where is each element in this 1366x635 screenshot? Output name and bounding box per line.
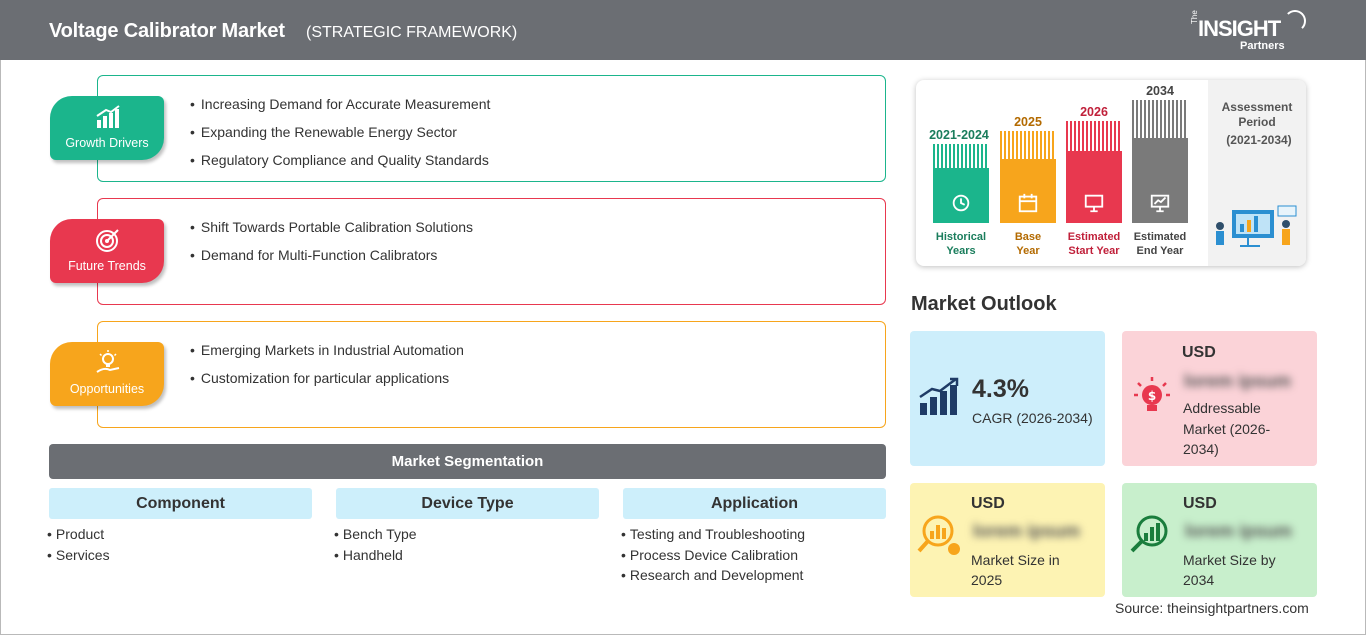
timeline-label-base-2: Year bbox=[1016, 245, 1040, 257]
page-title: Voltage Calibrator Market bbox=[49, 20, 285, 42]
segment-list-application: Testing and Troubleshooting Process Devi… bbox=[621, 526, 805, 588]
opportunities-list: Emerging Markets in Industrial Automatio… bbox=[190, 342, 464, 398]
logo-swoosh-icon bbox=[1284, 10, 1306, 32]
future-trends-panel: Shift Towards Portable Calibration Solut… bbox=[97, 198, 886, 305]
timeline-label-end-1: Estimated bbox=[1133, 231, 1187, 243]
market-size-2034-label-2: 2034 bbox=[1183, 572, 1215, 588]
market-segmentation-header: Market Segmentation bbox=[49, 444, 886, 479]
timeline-bar-stripes-base bbox=[1000, 131, 1056, 159]
list-item: Handheld bbox=[334, 547, 417, 568]
segment-list-component: Product Services bbox=[47, 526, 110, 567]
timeline-year-historical: 2021-2024 bbox=[929, 128, 989, 142]
magnifier-chart-icon bbox=[917, 515, 960, 555]
list-item: Emerging Markets in Industrial Automatio… bbox=[190, 342, 464, 370]
list-item: Research and Development bbox=[621, 567, 805, 588]
cagr-value: 4.3% bbox=[972, 375, 1029, 403]
timeline-bar-start bbox=[1066, 151, 1122, 223]
assessment-timeline: 2021-2024 Historical Years 2025 Base Yea… bbox=[916, 80, 1306, 266]
cagr-label: CAGR (2026-2034) bbox=[972, 410, 1093, 426]
timeline-year-start: 2026 bbox=[1080, 105, 1108, 119]
market-size-2034-label-1: Market Size by bbox=[1183, 552, 1276, 568]
list-item: Services bbox=[47, 547, 110, 568]
header-bar: Voltage Calibrator Market (STRATEGIC FRA… bbox=[0, 0, 1366, 60]
timeline-year-base: 2025 bbox=[1014, 115, 1042, 129]
segment-list-device-type: Bench Type Handheld bbox=[334, 526, 417, 567]
addressable-market-label-3: 2034) bbox=[1183, 441, 1219, 457]
lightbulb-hand-icon bbox=[96, 350, 120, 373]
opportunities-badge: Opportunities bbox=[50, 342, 164, 406]
timeline-label-start-2: Start Year bbox=[1068, 245, 1120, 257]
timeline-label-start-1: Estimated bbox=[1067, 231, 1121, 243]
assessment-period-label: Assessment Period bbox=[1221, 100, 1293, 129]
list-item: Bench Type bbox=[334, 526, 417, 547]
opportunities-panel: Emerging Markets in Industrial Automatio… bbox=[97, 321, 886, 428]
growth-chart-icon bbox=[96, 105, 120, 128]
growth-drivers-list: Increasing Demand for Accurate Measureme… bbox=[190, 96, 490, 180]
future-trends-list: Shift Towards Portable Calibration Solut… bbox=[190, 219, 473, 275]
list-item: Product bbox=[47, 526, 110, 547]
future-trends-badge: Future Trends bbox=[50, 219, 164, 283]
list-item: Customization for particular application… bbox=[190, 370, 464, 398]
segment-heading-device-type: Device Type bbox=[336, 488, 599, 519]
market-size-2034-currency: USD bbox=[1183, 495, 1217, 512]
calendar-icon bbox=[1018, 193, 1038, 213]
list-item: Shift Towards Portable Calibration Solut… bbox=[190, 219, 473, 247]
cagr-card: 4.3% CAGR (2026-2034) bbox=[910, 331, 1105, 466]
market-size-2025-label-2: 2025 bbox=[971, 572, 1003, 588]
timeline-label-end-2: End Year bbox=[1136, 245, 1184, 257]
timeline-year-end: 2034 bbox=[1146, 84, 1174, 98]
growth-drivers-panel: Increasing Demand for Accurate Measureme… bbox=[97, 75, 886, 182]
timeline-bar-stripes-start bbox=[1066, 121, 1122, 151]
monitor-chart-icon bbox=[1150, 194, 1170, 213]
lightbulb-dollar-icon: $ bbox=[1134, 377, 1170, 411]
growth-drivers-badge: Growth Drivers bbox=[50, 96, 164, 160]
market-size-2025-currency: USD bbox=[971, 495, 1005, 512]
timeline-label-historical-2: Years bbox=[946, 245, 976, 257]
timeline-bar-stripes-end bbox=[1132, 100, 1188, 138]
timeline-label-historical-1: Historical bbox=[935, 231, 987, 243]
timeline-bar-historical bbox=[933, 168, 989, 223]
segment-heading-component: Component bbox=[49, 488, 312, 519]
market-size-2025-value: lorem ipsum bbox=[973, 521, 1081, 541]
magnifier-growth-icon bbox=[1130, 515, 1168, 553]
market-size-2034-value: lorem ipsum bbox=[1185, 521, 1293, 541]
list-item: Expanding the Renewable Energy Sector bbox=[190, 124, 490, 152]
market-size-2025-label-1: Market Size in bbox=[971, 552, 1060, 568]
market-outlook-title: Market Outlook bbox=[911, 293, 1057, 315]
addressable-market-card: $ USD lorem ipsum Addressable Market (20… bbox=[1122, 331, 1317, 466]
svg-text:$: $ bbox=[1148, 389, 1156, 403]
history-clock-icon bbox=[952, 194, 970, 212]
source-credit[interactable]: Source: theinsightpartners.com bbox=[1115, 600, 1309, 616]
addressable-market-label-2: Market (2026- bbox=[1183, 421, 1271, 437]
list-item: Process Device Calibration bbox=[621, 547, 805, 568]
market-size-2025-card: USD lorem ipsum Market Size in 2025 bbox=[910, 483, 1105, 597]
timeline-label-base-1: Base bbox=[1014, 231, 1042, 243]
list-item: Increasing Demand for Accurate Measureme… bbox=[190, 96, 490, 124]
addressable-market-label-1: Addressable bbox=[1183, 400, 1261, 416]
list-item: Regulatory Compliance and Quality Standa… bbox=[190, 152, 490, 180]
list-item: Demand for Multi-Function Calibrators bbox=[190, 247, 473, 275]
market-size-2034-card: USD lorem ipsum Market Size by 2034 bbox=[1122, 483, 1317, 597]
timeline-bar-end bbox=[1132, 138, 1188, 223]
target-icon bbox=[96, 229, 119, 252]
timeline-bar-stripes-historical bbox=[933, 144, 989, 168]
timeline-bar-base bbox=[1000, 159, 1056, 223]
addressable-market-currency: USD bbox=[1182, 344, 1216, 361]
presentation-icon bbox=[1084, 194, 1104, 213]
list-item: Testing and Troubleshooting bbox=[621, 526, 805, 547]
growth-bars-icon bbox=[919, 377, 959, 415]
analytics-people-icon bbox=[1216, 205, 1297, 247]
insight-partners-logo[interactable]: The INSIGHT Partners bbox=[1188, 10, 1318, 54]
addressable-market-value: lorem ipsum bbox=[1184, 371, 1292, 391]
segment-heading-application: Application bbox=[623, 488, 886, 519]
page-subtitle: (STRATEGIC FRAMEWORK) bbox=[306, 24, 518, 41]
assessment-period-range: (2021-2034) bbox=[1226, 133, 1292, 147]
